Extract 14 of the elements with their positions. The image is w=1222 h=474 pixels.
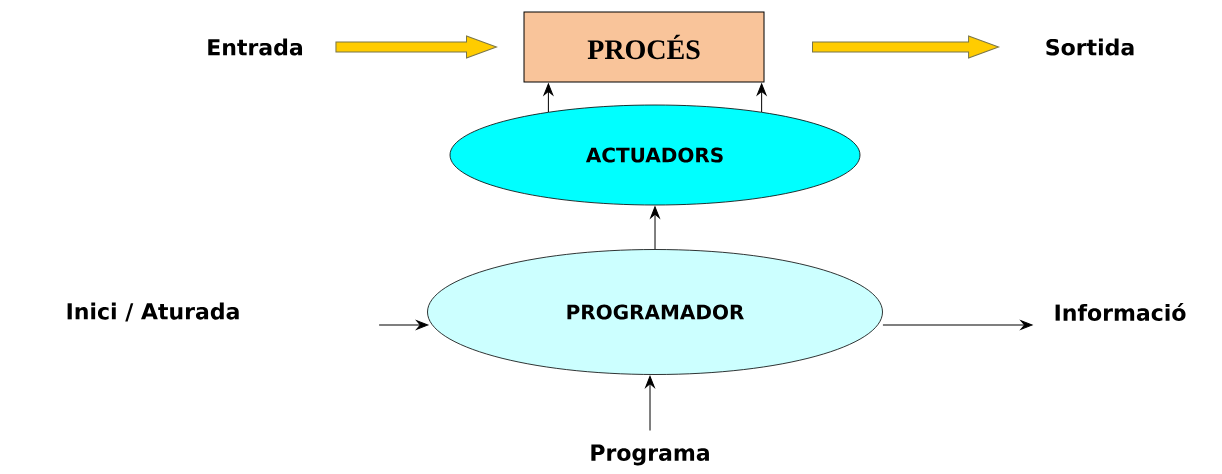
arrow <box>650 206 660 250</box>
block-arrow <box>812 35 1000 59</box>
arrow <box>543 83 554 113</box>
arrow <box>645 375 655 431</box>
process-box: PROCÉS <box>523 11 765 83</box>
arrow <box>378 320 429 330</box>
label-text: Inici / Aturada <box>67 302 239 322</box>
arrow <box>882 320 1033 330</box>
label-text: Entrada <box>208 38 302 56</box>
label-text: Programa <box>591 444 709 466</box>
arrow <box>756 83 767 113</box>
block-arrow <box>335 35 497 59</box>
label-text: Sortida <box>1046 38 1134 56</box>
label-text: Informació <box>1055 303 1186 321</box>
